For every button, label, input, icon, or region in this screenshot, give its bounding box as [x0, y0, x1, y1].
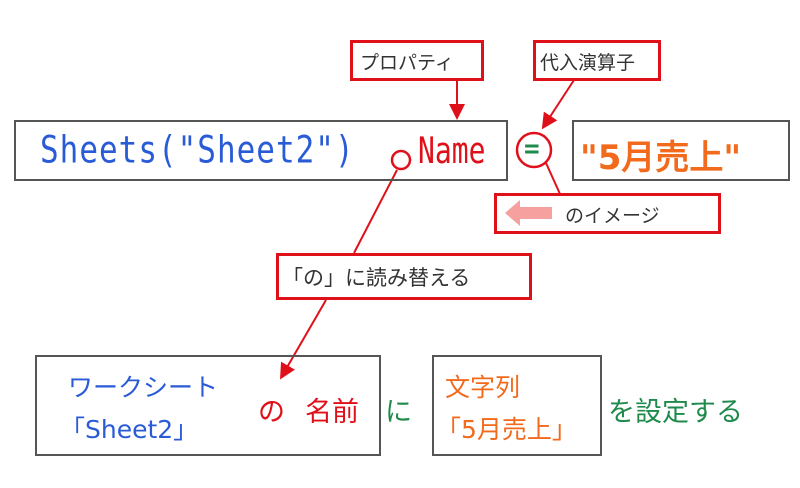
operator-label-box	[533, 40, 661, 81]
image-label: のイメージ	[565, 205, 660, 227]
property-label: プロパティ	[360, 52, 454, 74]
read-as-label: 「の」に読み替える	[282, 266, 471, 290]
equals-circle	[515, 131, 553, 169]
left-arrow-icon	[505, 200, 552, 226]
code-operator: =	[524, 134, 540, 164]
read-as-label-box	[276, 253, 532, 300]
string-line2: 「5月売上」	[436, 415, 577, 444]
string-box	[432, 355, 602, 456]
string-line1: 文字列	[445, 373, 521, 402]
code-value: "5月売上"	[580, 138, 742, 178]
read-as-arrow	[279, 299, 327, 380]
dot-circle	[390, 149, 412, 171]
code-box	[14, 120, 508, 181]
worksheet-line1: ワークシート	[68, 373, 219, 402]
dot-callout-line	[353, 169, 398, 254]
code-property: Name	[418, 129, 486, 172]
value-box	[572, 120, 790, 181]
no-text: の	[258, 397, 285, 428]
property-label-box	[350, 40, 484, 81]
operator-label: 代入演算子	[540, 52, 636, 74]
set-text: を設定する	[608, 397, 743, 428]
ni-text: に	[385, 397, 412, 428]
code-object: Sheets("Sheet2")	[40, 129, 355, 173]
name-text: 名前	[305, 397, 359, 428]
worksheet-name-box	[35, 355, 381, 456]
operator-arrow	[541, 79, 575, 130]
worksheet-line2: 「Sheet2」	[60, 415, 199, 444]
equals-callout-line	[545, 162, 561, 195]
image-label-box	[494, 193, 721, 234]
